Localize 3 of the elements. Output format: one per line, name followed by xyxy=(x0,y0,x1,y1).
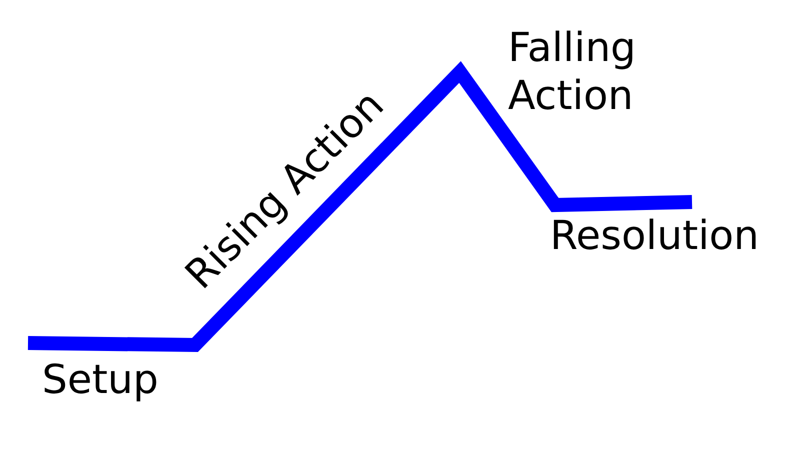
stage-label: Falling Action xyxy=(508,24,637,120)
stage-label: Resolution xyxy=(550,212,760,260)
stage-label: Setup xyxy=(42,356,158,404)
